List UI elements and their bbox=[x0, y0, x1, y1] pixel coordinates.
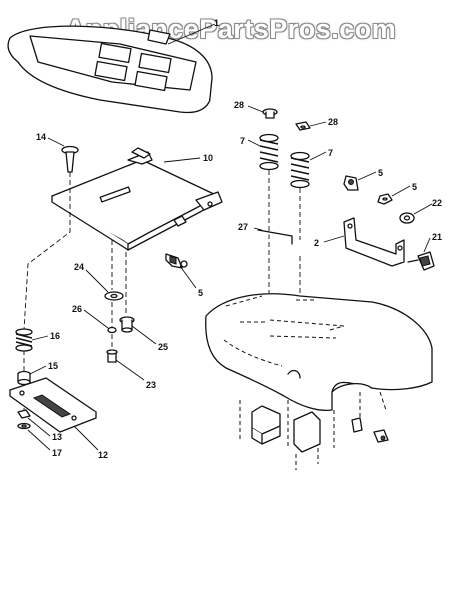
seat bbox=[7, 25, 213, 114]
leader-bolt-14 bbox=[47, 137, 65, 147]
fender-chassis bbox=[205, 293, 433, 448]
leader-knob-5a bbox=[179, 265, 197, 289]
leader-clip-26 bbox=[83, 309, 109, 329]
spring-7-left bbox=[259, 133, 279, 171]
callout-rod-27: 27 bbox=[238, 222, 248, 232]
cap-28-right bbox=[295, 121, 311, 131]
washer-22 bbox=[399, 212, 415, 224]
leader-bushing-25 bbox=[131, 325, 157, 345]
bushing-25 bbox=[119, 316, 135, 333]
callout-spring-16: 16 bbox=[50, 331, 60, 341]
spring-16 bbox=[15, 328, 33, 352]
bolt-21 bbox=[407, 251, 435, 271]
callout-bolt-14: 14 bbox=[36, 132, 46, 142]
seat-pan bbox=[51, 147, 223, 251]
leader-spring-7b bbox=[309, 151, 327, 161]
rod-27 bbox=[257, 229, 293, 245]
spring-7-right bbox=[290, 151, 310, 189]
lower-mount-right bbox=[351, 417, 389, 443]
leader-pan bbox=[163, 157, 201, 163]
leader-seat bbox=[167, 23, 216, 45]
callout-washer-22: 22 bbox=[432, 198, 442, 208]
leader-washer-22 bbox=[413, 203, 433, 215]
callout-washer-24: 24 bbox=[74, 262, 84, 272]
callout-bushing-25: 25 bbox=[158, 342, 168, 352]
leader-bolt-21 bbox=[423, 237, 431, 253]
cap-28-left bbox=[262, 108, 278, 119]
nut-13 bbox=[17, 409, 31, 419]
callout-plate-12: 12 bbox=[98, 450, 108, 460]
leader-bolt-23 bbox=[115, 359, 145, 381]
callout-clip-26: 26 bbox=[72, 304, 82, 314]
clip-26 bbox=[107, 326, 117, 334]
bolt-23 bbox=[106, 349, 118, 363]
knob-5-left bbox=[165, 253, 188, 269]
leader-cap-28b bbox=[309, 121, 327, 127]
callout-spring-7a: 7 bbox=[240, 136, 245, 146]
leader-cap-28a bbox=[247, 105, 264, 113]
leader-rod-27 bbox=[253, 227, 263, 231]
leader-plate-12 bbox=[73, 425, 99, 451]
callout-knob-5a: 5 bbox=[198, 288, 203, 298]
assembly-line bbox=[23, 172, 71, 331]
callout-spacer-15: 15 bbox=[48, 361, 58, 371]
callout-cap-28b: 28 bbox=[328, 117, 338, 127]
leader-knob-5b bbox=[357, 171, 377, 181]
washer-17 bbox=[17, 422, 31, 430]
callout-seat: 1 bbox=[214, 18, 219, 28]
spacer-15 bbox=[17, 370, 31, 386]
callout-bolt-23: 23 bbox=[146, 380, 156, 390]
callout-spring-7b: 7 bbox=[328, 148, 333, 158]
knob-5-right bbox=[343, 175, 359, 191]
leader-spring-16 bbox=[31, 335, 49, 341]
lower-mount-center bbox=[293, 411, 321, 470]
bracket-2 bbox=[343, 217, 405, 267]
callout-cap-28a: 28 bbox=[234, 100, 244, 110]
bolt-14 bbox=[61, 145, 79, 173]
leader-nut-5c bbox=[391, 185, 411, 197]
callout-nut-13: 13 bbox=[52, 432, 62, 442]
washer-24 bbox=[104, 291, 124, 301]
leader-bracket-2 bbox=[323, 235, 345, 243]
slide-plate-12 bbox=[9, 377, 97, 433]
callout-pan: 10 bbox=[203, 153, 213, 163]
lower-mount-left bbox=[251, 405, 281, 445]
callout-bracket-2: 2 bbox=[314, 238, 319, 248]
leader-washer-24 bbox=[85, 269, 109, 293]
leader-spring-7a bbox=[247, 139, 261, 147]
nut-5 bbox=[377, 193, 393, 205]
leader-spacer-15 bbox=[29, 365, 47, 375]
callout-washer-17: 17 bbox=[52, 448, 62, 458]
leader-nut-13 bbox=[27, 417, 51, 437]
callout-knob-5b: 5 bbox=[378, 168, 383, 178]
callout-bolt-21: 21 bbox=[432, 232, 442, 242]
callout-nut-5c: 5 bbox=[412, 182, 417, 192]
leader-washer-17 bbox=[27, 429, 51, 451]
